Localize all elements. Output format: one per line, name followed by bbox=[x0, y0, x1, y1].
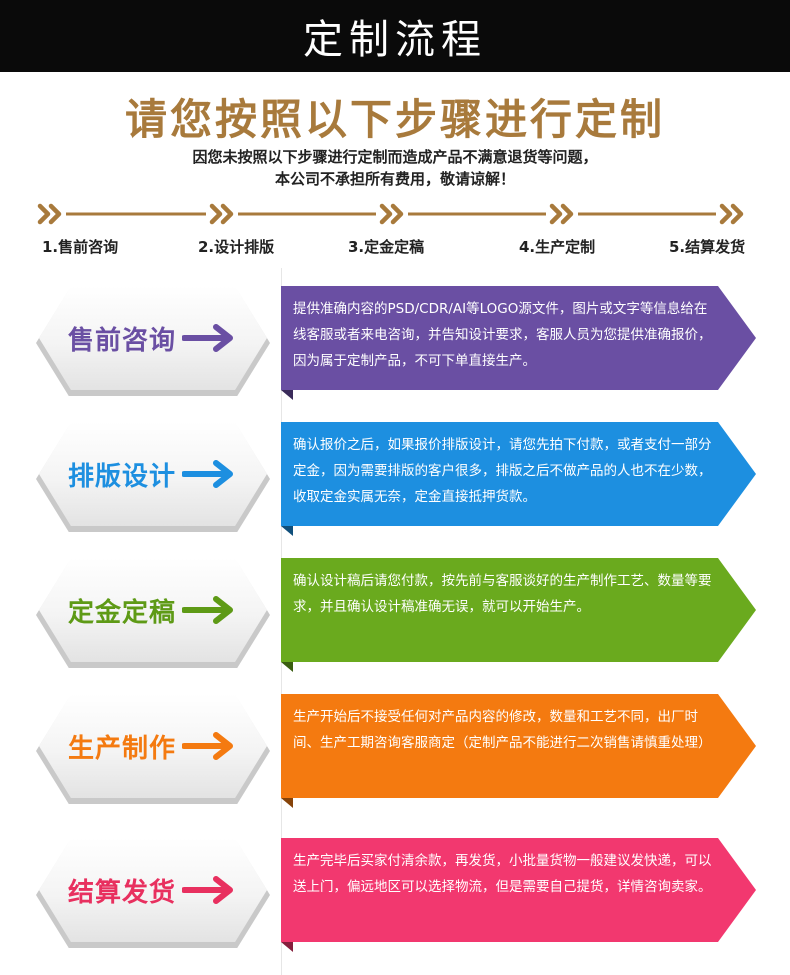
step-title: 排版设计 bbox=[67, 461, 176, 492]
timeline-chevron-icon bbox=[549, 203, 574, 225]
step-title: 定金定稿 bbox=[67, 597, 176, 628]
header-bar: 定制流程 bbox=[0, 0, 790, 72]
step-description-panel: 生产完毕后买家付清余款，再发货，小批量货物一般建议发快递，可以送上门，偏远地区可… bbox=[281, 838, 756, 942]
panel-fold bbox=[281, 526, 293, 536]
arrow-right-icon bbox=[182, 596, 233, 624]
timeline-chevron-icon bbox=[719, 203, 744, 225]
timeline-chevron-icon bbox=[37, 203, 62, 225]
arrow-right-icon bbox=[182, 460, 233, 488]
timeline-step-2: 2.设计排版 bbox=[198, 238, 275, 256]
step-row-production: 生产制作 生产开始后不接受任何对产品内容的修改，数量和工艺不同，出厂时间、生产工… bbox=[0, 694, 790, 808]
step-description: 生产完毕后买家付清余款，再发货，小批量货物一般建议发快递，可以送上门，偏远地区可… bbox=[293, 853, 712, 895]
step-title: 生产制作 bbox=[67, 733, 176, 764]
step-description-panel: 生产开始后不接受任何对产品内容的修改，数量和工艺不同，出厂时间、生产工期咨询客服… bbox=[281, 694, 756, 798]
step-row-settlement: 结算发货 生产完毕后买家付清余款，再发货，小批量货物一般建议发快递，可以送上门，… bbox=[0, 838, 790, 952]
arrow-right-icon bbox=[182, 324, 233, 352]
step-description-panel: 确认报价之后，如果报价排版设计，请您先拍下付款，或者支付一部分定金，因为需要排版… bbox=[281, 422, 756, 526]
page-title: 定制流程 bbox=[303, 17, 487, 63]
step-row-deposit: 定金定稿 确认设计稿后请您付款，按先前与客服谈好的生产制作工艺、数量等要求，并且… bbox=[0, 558, 790, 672]
timeline-step-1: 1.售前咨询 bbox=[42, 238, 119, 256]
step-row-presale: 售前咨询 提供准确内容的PSD/CDR/AI等LOGO源文件，图片或文字等信息给… bbox=[0, 286, 790, 400]
timeline-step-5: 5.结算发货 bbox=[669, 238, 746, 256]
timeline-chevron-icon bbox=[209, 203, 234, 225]
panel-fold bbox=[281, 798, 293, 808]
notice-line-2: 本公司不承担所有费用，敬请谅解！ bbox=[274, 170, 515, 188]
headline: 请您按照以下步骤进行定制 bbox=[124, 95, 665, 144]
arrow-right-icon bbox=[182, 732, 233, 760]
step-badge-production: 生产制作 bbox=[36, 694, 270, 806]
step-title: 售前咨询 bbox=[67, 325, 176, 356]
notice: 因您未按照以下步骤进行定制而造成产品不满意退货等问题， 本公司不承担所有费用，敬… bbox=[0, 146, 790, 190]
step-description: 确认报价之后，如果报价排版设计，请您先拍下付款，或者支付一部分定金，因为需要排版… bbox=[293, 437, 712, 505]
timeline-track bbox=[37, 203, 744, 225]
panel-fold bbox=[281, 942, 293, 952]
step-title: 结算发货 bbox=[67, 877, 176, 908]
step-description-panel: 提供准确内容的PSD/CDR/AI等LOGO源文件，图片或文字等信息给在线客服或… bbox=[281, 286, 756, 390]
timeline bbox=[37, 203, 744, 225]
step-description-panel: 确认设计稿后请您付款，按先前与客服谈好的生产制作工艺、数量等要求，并且确认设计稿… bbox=[281, 558, 756, 662]
timeline-step-4: 4.生产定制 bbox=[519, 238, 596, 256]
step-row-design: 排版设计 确认报价之后，如果报价排版设计，请您先拍下付款，或者支付一部分定金，因… bbox=[0, 422, 790, 536]
step-badge-design: 排版设计 bbox=[36, 422, 270, 534]
step-badge-deposit: 定金定稿 bbox=[36, 558, 270, 670]
timeline-chevron-icon bbox=[379, 203, 404, 225]
timeline-step-3: 3.定金定稿 bbox=[348, 238, 425, 256]
panel-fold bbox=[281, 662, 293, 672]
step-badge-presale: 售前咨询 bbox=[36, 286, 270, 398]
arrow-right-icon bbox=[182, 876, 233, 904]
step-description: 生产开始后不接受任何对产品内容的修改，数量和工艺不同，出厂时间、生产工期咨询客服… bbox=[293, 709, 712, 751]
panel-fold bbox=[281, 390, 293, 400]
step-description: 确认设计稿后请您付款，按先前与客服谈好的生产制作工艺、数量等要求，并且确认设计稿… bbox=[293, 573, 712, 615]
notice-line-1: 因您未按照以下步骤进行定制而造成产品不满意退货等问题， bbox=[192, 148, 598, 166]
step-badge-settlement: 结算发货 bbox=[36, 838, 270, 950]
step-description: 提供准确内容的PSD/CDR/AI等LOGO源文件，图片或文字等信息给在线客服或… bbox=[293, 301, 712, 369]
